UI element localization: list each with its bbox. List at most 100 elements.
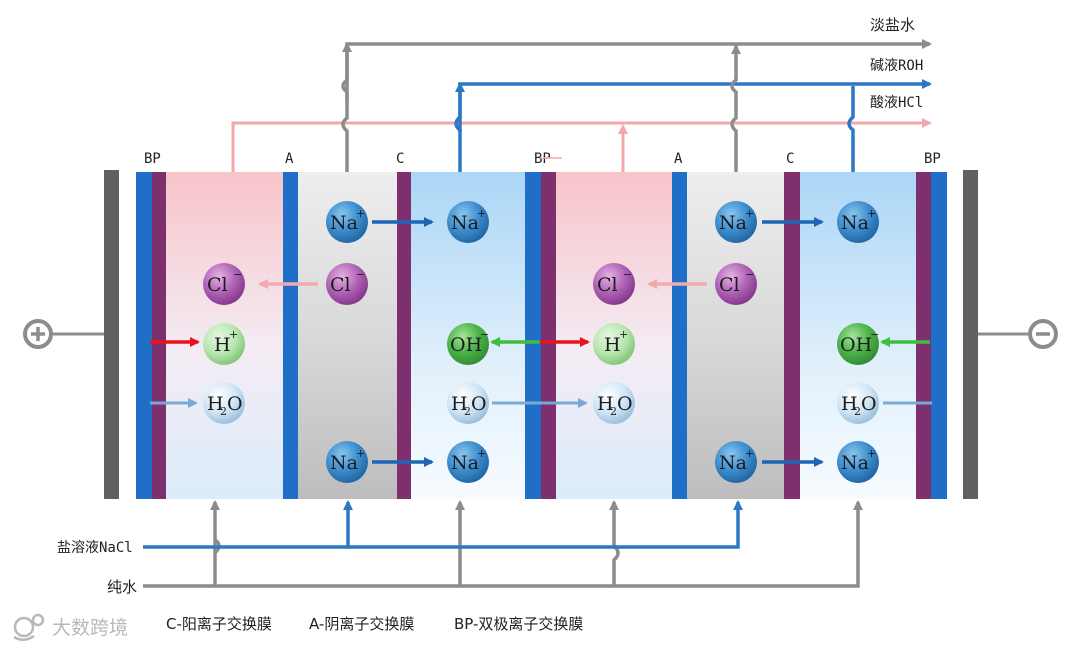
cation-membrane-1 [397,172,411,499]
na-ion: Na+ [715,201,757,243]
anion-membrane-2 [672,172,687,499]
cation-membrane-2 [784,172,800,499]
svg-text:Na: Na [719,452,747,474]
svg-text:Cl: Cl [719,274,740,296]
h-ion: H+ [593,323,635,365]
cl-ion: Cl− [715,263,757,305]
ion-arrows [150,217,932,467]
svg-text:Na: Na [330,452,358,474]
membrane-label-c-1: C [396,151,404,167]
membrane-labels: BP A C BP A C BP [144,151,941,167]
ions: Na+ Na+ Na+ Na+ Na+ Na+ Na+ Na+ [203,201,879,483]
pure-water-inlet-pipe [143,500,863,588]
bipolar-membrane-1-purple [152,172,166,499]
svg-text:2: 2 [610,405,617,418]
bipolar-membrane-2-purple [541,172,556,499]
svg-text:Na: Na [841,452,869,474]
na-ion: Na+ [326,441,368,483]
svg-text:−: − [623,268,632,281]
base-label: 碱液ROH [870,58,923,74]
cl-ion: Cl− [326,263,368,305]
pipe-labels: 淡盐水 碱液ROH 酸液HCl 盐溶液NaCl 纯水 [57,16,923,596]
watermark-logo-icon [13,613,45,641]
acid-outlet-pipe [231,118,932,172]
h-ion: H+ [203,323,245,365]
membranes [136,172,947,499]
svg-text:+: + [477,447,486,460]
cathode-plate [963,170,978,499]
svg-text:H: H [451,393,468,415]
svg-text:2: 2 [854,405,861,418]
watermark: 大数跨境 [13,613,128,641]
svg-text:−: − [356,268,365,281]
svg-text:O: O [617,393,633,415]
svg-text:OH: OH [450,334,482,356]
na-ion: Na+ [715,441,757,483]
cl-ion: Cl− [593,263,635,305]
membrane-label-bp-3: BP [924,151,941,167]
na-ion: Na+ [447,441,489,483]
legend-bipolar-membrane: BP-双极离子交换膜 [454,615,583,633]
svg-text:Cl: Cl [330,274,351,296]
negative-terminal-icon [1028,319,1058,349]
svg-text:H: H [597,393,614,415]
membrane-label-c-2: C [786,151,794,167]
bipolar-membrane-3-blue [931,172,947,499]
na-ion: Na+ [837,441,879,483]
cl-ion: Cl− [203,263,245,305]
anode-plate [104,170,119,499]
svg-text:2: 2 [220,405,227,418]
svg-text:+: + [477,207,486,220]
salt-solution-inlet-pipe [143,500,743,549]
svg-text:−: − [745,268,754,281]
pure-water-label: 纯水 [107,578,137,596]
legend-anion-membrane: A-阴离子交换膜 [309,615,414,633]
outlet-pipes [231,39,932,172]
svg-text:O: O [861,393,877,415]
svg-text:2: 2 [464,405,471,418]
bipolar-membrane-2-blue [525,172,541,499]
svg-text:+: + [867,447,876,460]
fresh-water-outlet-pipe [341,39,932,172]
anion-membrane-1 [283,172,298,499]
svg-text:OH: OH [840,334,872,356]
membrane-label-a-2: A [674,151,683,167]
svg-text:H: H [604,334,621,356]
svg-text:+: + [745,207,754,220]
svg-text:+: + [867,207,876,220]
electrodes [23,170,1058,499]
svg-text:+: + [356,207,365,220]
svg-text:Na: Na [330,212,358,234]
membrane-label-bp-1: BP [144,151,161,167]
svg-text:+: + [356,447,365,460]
base-outlet-pipe [454,79,932,172]
positive-terminal-icon [23,319,53,349]
svg-text:Na: Na [451,212,479,234]
bipolar-membrane-1-blue [136,172,152,499]
membrane-label-a-1: A [285,151,294,167]
svg-text:Na: Na [451,452,479,474]
membrane-label-bp-2: BP [534,151,551,167]
fresh-water-label: 淡盐水 [870,16,915,34]
salt-solution-label: 盐溶液NaCl [57,540,133,556]
svg-text:−: − [480,328,489,341]
svg-text:−: − [870,328,879,341]
svg-text:Na: Na [719,212,747,234]
na-ion: Na+ [837,201,879,243]
oh-ion: OH− [447,323,489,365]
inlet-pipes [143,500,863,588]
oh-ion: OH− [837,323,879,365]
svg-text:O: O [471,393,487,415]
legend-cation-membrane: C-阳离子交换膜 [166,615,272,633]
svg-text:+: + [619,328,628,341]
legend: C-阳离子交换膜 A-阴离子交换膜 BP-双极离子交换膜 [166,615,583,633]
svg-text:O: O [227,393,243,415]
na-ion: Na+ [447,201,489,243]
svg-text:Na: Na [841,212,869,234]
svg-text:+: + [745,447,754,460]
